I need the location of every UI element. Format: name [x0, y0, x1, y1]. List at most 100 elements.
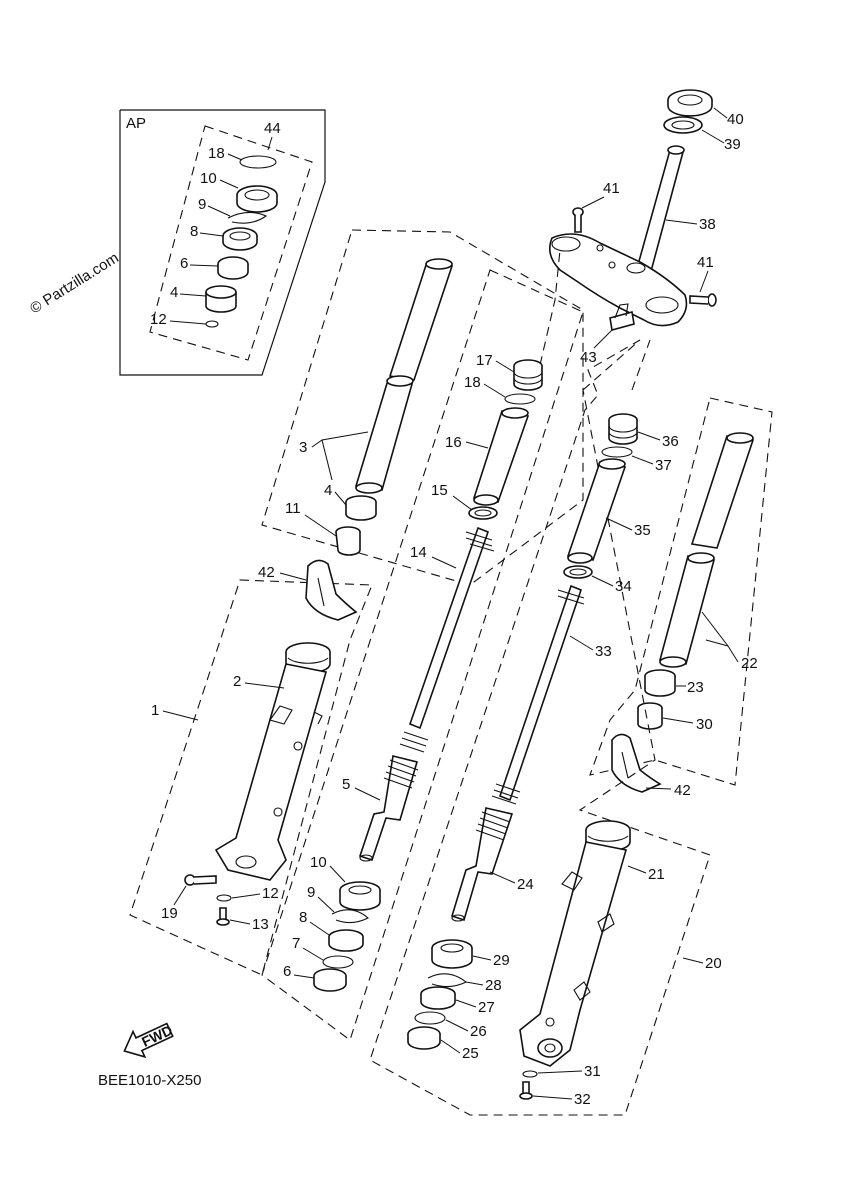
damper-rod-5: [358, 755, 419, 862]
ap-box-label: AP: [126, 115, 146, 132]
label-20: 20: [705, 955, 722, 972]
label-9: 9: [307, 884, 315, 901]
ap-bush-6: [217, 256, 249, 280]
bolt-41-top: [572, 207, 584, 233]
bolt-41-side: [689, 293, 717, 307]
label-43: 43: [580, 349, 597, 366]
inner-tube-3: [354, 258, 454, 494]
ap-clip-9: [227, 211, 268, 224]
diagram-code: BEE1010-X250: [98, 1072, 201, 1089]
label-27: 27: [478, 999, 495, 1016]
label-41-top: 41: [603, 180, 620, 197]
label-36: 36: [662, 433, 679, 450]
label-4-ap: 4: [170, 284, 178, 301]
label-44: 44: [264, 120, 281, 137]
dashed-group-damper-right: [369, 339, 711, 1116]
label-21: 21: [648, 866, 665, 883]
ap-bush-4: [205, 285, 237, 313]
dashed-group-damper-left: [261, 269, 584, 1041]
dashed-group-inner-tube-left: [261, 229, 584, 586]
label-42-left: 42: [258, 564, 275, 581]
dashed-group-outer-tube-left: [129, 579, 373, 976]
cap-bolt-17: [513, 359, 543, 391]
label-15: 15: [431, 482, 448, 499]
ap-washer-8: [222, 227, 258, 251]
oil-seal-10: [339, 881, 381, 911]
ap-washer-12: [205, 320, 219, 328]
spring-14: [399, 526, 495, 753]
label-14: 14: [410, 544, 427, 561]
label-11: 11: [285, 500, 301, 517]
bush-4: [345, 495, 377, 521]
seat-15: [468, 506, 498, 520]
label-10-ap: 10: [200, 170, 217, 187]
label-9-ap: 9: [198, 196, 206, 213]
washer-12: [216, 894, 232, 902]
label-24: 24: [517, 876, 534, 893]
label-12-ap: 12: [150, 311, 167, 328]
outer-tube-2: [214, 642, 331, 881]
label-4: 4: [324, 482, 332, 499]
label-19: 19: [161, 905, 178, 922]
label-31: 31: [584, 1063, 601, 1080]
label-7: 7: [292, 935, 300, 952]
label-22: 22: [741, 655, 758, 672]
ap-kit-box: AP 44 18 10 9 8: [119, 109, 326, 376]
label-35: 35: [634, 522, 651, 539]
label-37: 37: [655, 457, 672, 474]
ap-o-ring-18: [239, 155, 277, 169]
label-29: 29: [493, 952, 510, 969]
bush-25: [407, 1026, 441, 1050]
washer-31: [522, 1070, 538, 1078]
label-30: 30: [696, 716, 713, 733]
bush-23: [644, 669, 676, 697]
piston-11: [335, 526, 361, 556]
washer-39: [663, 116, 703, 134]
o-ring-37: [601, 446, 633, 458]
label-39: 39: [724, 136, 741, 153]
label-33: 33: [595, 643, 612, 660]
label-17: 17: [476, 352, 493, 369]
label-8-ap: 8: [190, 223, 198, 240]
label-34: 34: [615, 578, 632, 595]
washer-27: [420, 986, 456, 1010]
label-18-ap: 18: [208, 145, 225, 162]
label-25: 25: [462, 1045, 479, 1062]
label-6: 6: [283, 963, 291, 980]
label-42-right: 42: [674, 782, 691, 799]
ring-nut-40: [667, 89, 713, 117]
steering-stem-assembly: 40 39 38 41 41 43: [549, 89, 744, 366]
label-26: 26: [470, 1023, 487, 1040]
label-40: 40: [727, 111, 744, 128]
clip-28: [427, 973, 468, 988]
ap-oil-seal-10: [236, 185, 278, 213]
label-23: 23: [687, 679, 704, 696]
seat-34: [563, 565, 593, 579]
bolt-19: [184, 874, 217, 886]
label-6-ap: 6: [180, 255, 188, 272]
cable-guide-43: [609, 303, 635, 332]
label-28: 28: [485, 977, 502, 994]
inner-tube-22: [658, 432, 755, 668]
oil-seal-29: [431, 939, 473, 969]
label-32: 32: [574, 1091, 591, 1108]
label-1: 1: [151, 702, 159, 719]
washer-7: [322, 955, 354, 969]
fwd-arrow-icon: FWD: [123, 1022, 175, 1059]
label-8: 8: [299, 909, 307, 926]
piston-30: [637, 702, 663, 730]
spacer-35: [566, 458, 627, 564]
spring-33: [491, 584, 585, 805]
clip-9: [331, 909, 369, 924]
o-ring-18: [504, 393, 536, 405]
fwd-label: FWD: [139, 1022, 175, 1050]
spacer-16: [472, 407, 530, 506]
damper-rod-24: [451, 807, 514, 922]
label-16: 16: [445, 434, 462, 451]
watermark-text: © Partzilla.com: [27, 249, 122, 317]
washer-8: [328, 929, 364, 952]
washer-26: [414, 1011, 446, 1025]
bolt-32: [519, 1081, 533, 1100]
label-18: 18: [464, 374, 481, 391]
